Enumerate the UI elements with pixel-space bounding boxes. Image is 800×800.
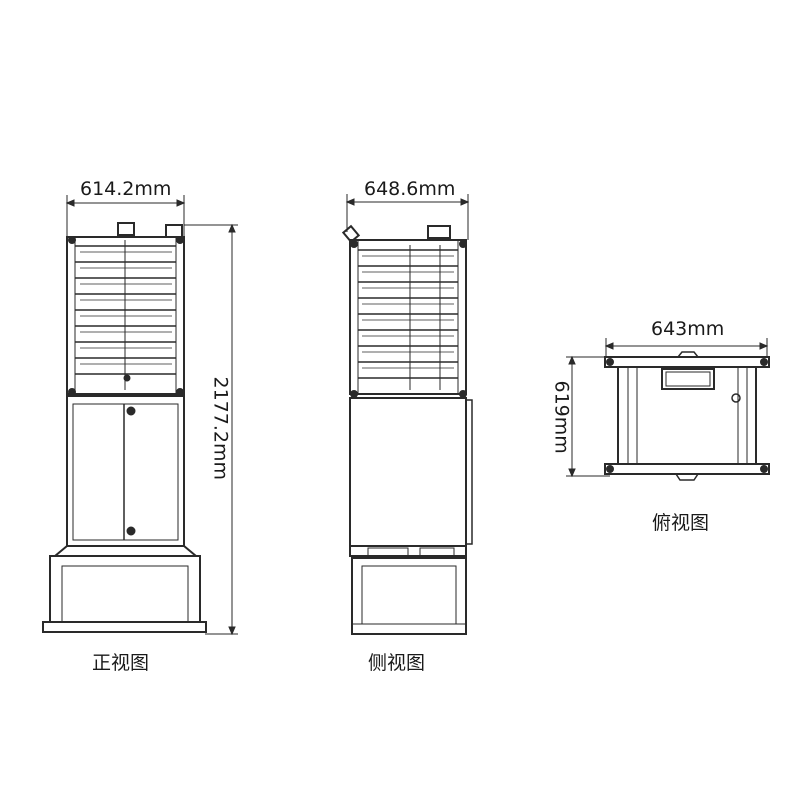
front-base-plate <box>42 621 207 633</box>
top-width-dimension <box>604 338 769 356</box>
front-height-dimension <box>184 223 238 636</box>
top-depth-dimension <box>566 355 610 478</box>
front-view <box>42 195 238 636</box>
front-cabinet <box>66 395 185 547</box>
side-top-hinge <box>341 224 361 244</box>
side-louver-frame <box>349 239 467 395</box>
front-louver-frame <box>66 236 185 395</box>
side-louver-slats <box>358 249 458 379</box>
side-top-cap <box>427 225 451 239</box>
front-louver-slats-inner <box>80 251 172 365</box>
side-width-dimension <box>345 194 470 240</box>
front-cabinet-door-panel <box>72 403 179 541</box>
side-view-caption: 侧视图 <box>368 652 426 674</box>
front-base-top <box>52 545 199 557</box>
front-top-cap-right <box>165 224 183 238</box>
top-view-caption: 俯视图 <box>652 512 710 534</box>
top-view <box>566 338 770 481</box>
side-cabinet-door <box>465 399 473 545</box>
top-width-label: 643mm <box>651 318 725 340</box>
top-rail-front <box>604 356 770 368</box>
front-width-label: 614.2mm <box>80 178 172 200</box>
top-cap <box>661 368 715 390</box>
side-cabinet <box>349 397 467 547</box>
top-rail-back <box>604 463 770 475</box>
top-depth-label: 619mm <box>550 380 573 454</box>
top-body <box>617 366 757 465</box>
front-height-label: 2177.2mm <box>209 376 232 481</box>
front-louver-slats <box>75 245 176 375</box>
side-view <box>341 194 473 635</box>
side-base-frame <box>351 557 467 635</box>
front-width-dimension <box>65 195 186 236</box>
top-rear-bump <box>675 473 699 481</box>
front-view-caption: 正视图 <box>92 652 150 674</box>
side-width-label: 648.6mm <box>364 178 456 200</box>
front-top-cap-left <box>117 222 135 236</box>
